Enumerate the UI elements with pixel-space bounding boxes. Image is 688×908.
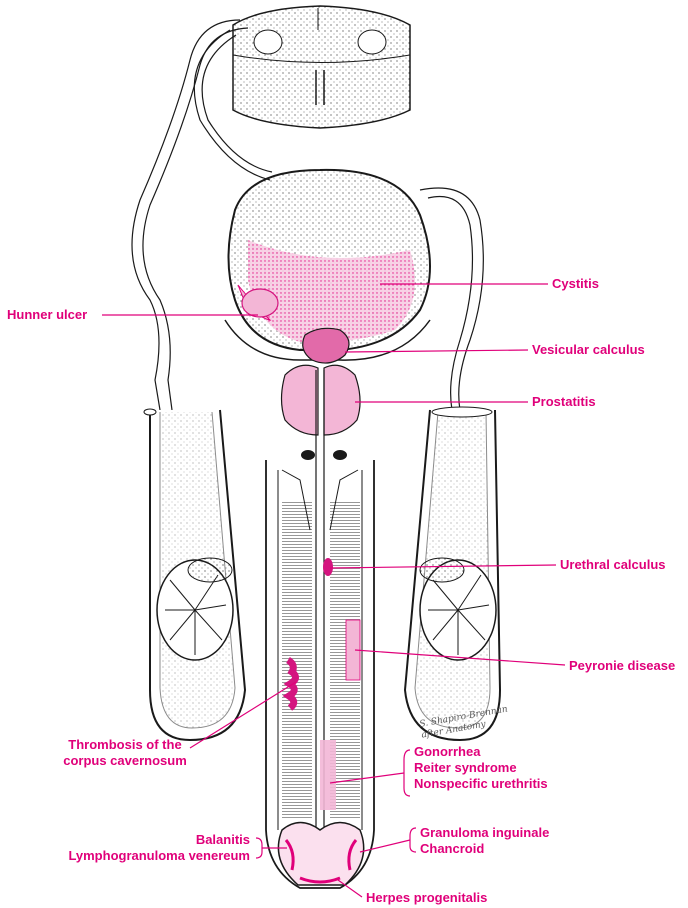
right-testis — [403, 406, 502, 742]
left-testis — [143, 408, 247, 742]
label-nonspecific-urethritis: Nonspecific urethritis — [414, 776, 548, 791]
bladder — [224, 168, 431, 364]
label-lymphogranuloma-venereum: Lymphogranuloma venereum — [68, 848, 250, 863]
label-chancroid: Chancroid — [420, 841, 485, 856]
label-prostatitis: Prostatitis — [532, 394, 596, 409]
label-thrombosis-line2: corpus cavernosum — [63, 753, 187, 768]
label-glans-right-group: Granuloma inguinale Chancroid — [420, 825, 549, 857]
label-herpes-progenitalis: Herpes progenitalis — [366, 890, 488, 905]
label-granuloma-inguinale: Granuloma inguinale — [420, 825, 550, 840]
label-cystitis: Cystitis — [552, 276, 599, 291]
label-thrombosis: Thrombosis of the corpus cavernosum — [60, 737, 190, 769]
label-reiter-syndrome: Reiter syndrome — [414, 760, 517, 775]
spinal-cord — [232, 5, 411, 129]
label-vesicular-calculus: Vesicular calculus — [532, 342, 645, 357]
nerve-tracts — [131, 19, 484, 411]
label-urethral-calculus: Urethral calculus — [560, 557, 666, 572]
prostate — [280, 364, 361, 460]
penis — [265, 370, 375, 889]
label-urethritis-group: Gonorrhea Reiter syndrome Nonspecific ur… — [414, 744, 548, 792]
label-gonorrhea: Gonorrhea — [414, 744, 481, 759]
label-hunner-ulcer: Hunner ulcer — [7, 307, 88, 322]
label-peyronie-disease: Peyronie disease — [569, 658, 676, 673]
label-thrombosis-line1: Thrombosis of the — [68, 737, 182, 752]
leader-lines — [102, 283, 566, 898]
label-glans-left-group: Balanitis Lymphogranuloma venereum — [10, 832, 250, 864]
label-balanitis: Balanitis — [195, 832, 250, 847]
